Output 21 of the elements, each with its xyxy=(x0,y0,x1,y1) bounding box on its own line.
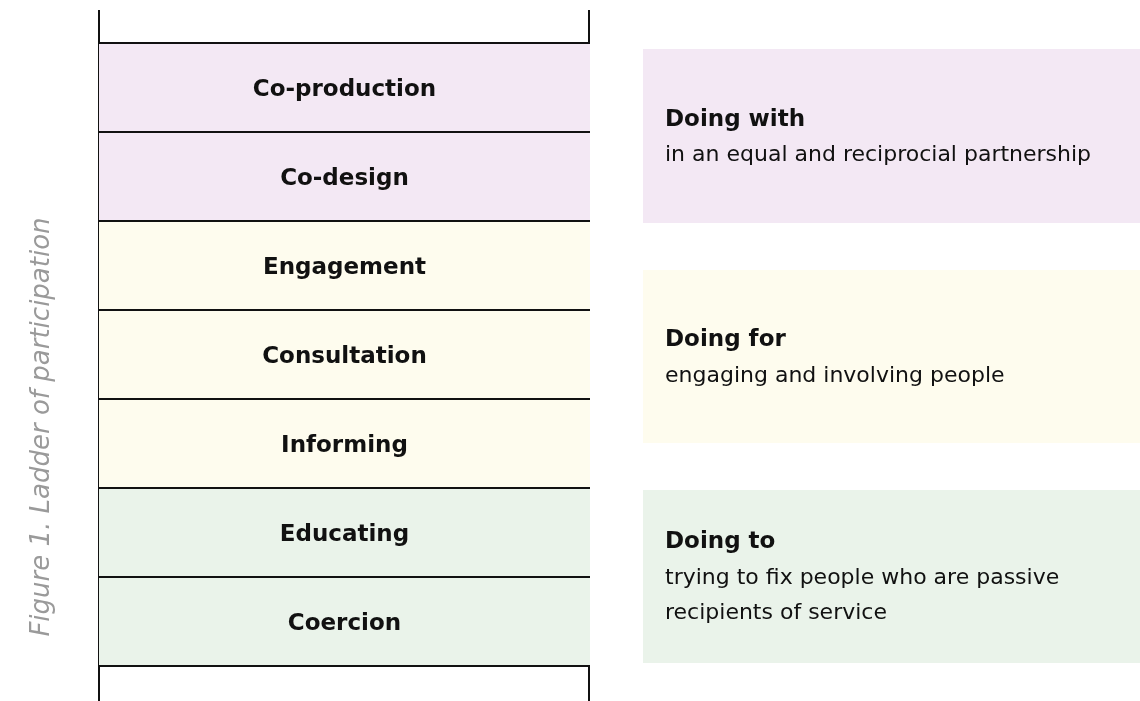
rung-label: Co-design xyxy=(280,163,409,190)
figure-caption: Figure 1. Ladder of participation xyxy=(25,217,55,637)
ladder-rung xyxy=(99,131,590,220)
rung-label: Coercion xyxy=(287,608,402,635)
ladder-rung xyxy=(99,576,590,667)
category-heading: Doing to xyxy=(665,526,777,556)
ladder-rung xyxy=(99,309,590,398)
rung-label: Educating xyxy=(279,519,410,546)
rung-label: Co-production xyxy=(252,74,437,101)
category-heading: Doing with xyxy=(665,103,807,133)
rung-label: Informing xyxy=(281,430,408,457)
rung-label: Engagement xyxy=(262,252,427,279)
category-description: engaging and involving people xyxy=(665,360,1006,389)
ladder-rung xyxy=(99,398,590,487)
ladder-rung xyxy=(99,487,590,576)
ladder-rung xyxy=(99,42,590,131)
category-heading: Doing for xyxy=(665,324,787,354)
category-description: trying to fix people who are passive recipients of service xyxy=(665,563,1061,627)
ladder-rung xyxy=(99,220,590,309)
rung-label: Consultation xyxy=(262,341,427,368)
category-description: in an equal and reciprocial partnership xyxy=(665,140,1093,169)
